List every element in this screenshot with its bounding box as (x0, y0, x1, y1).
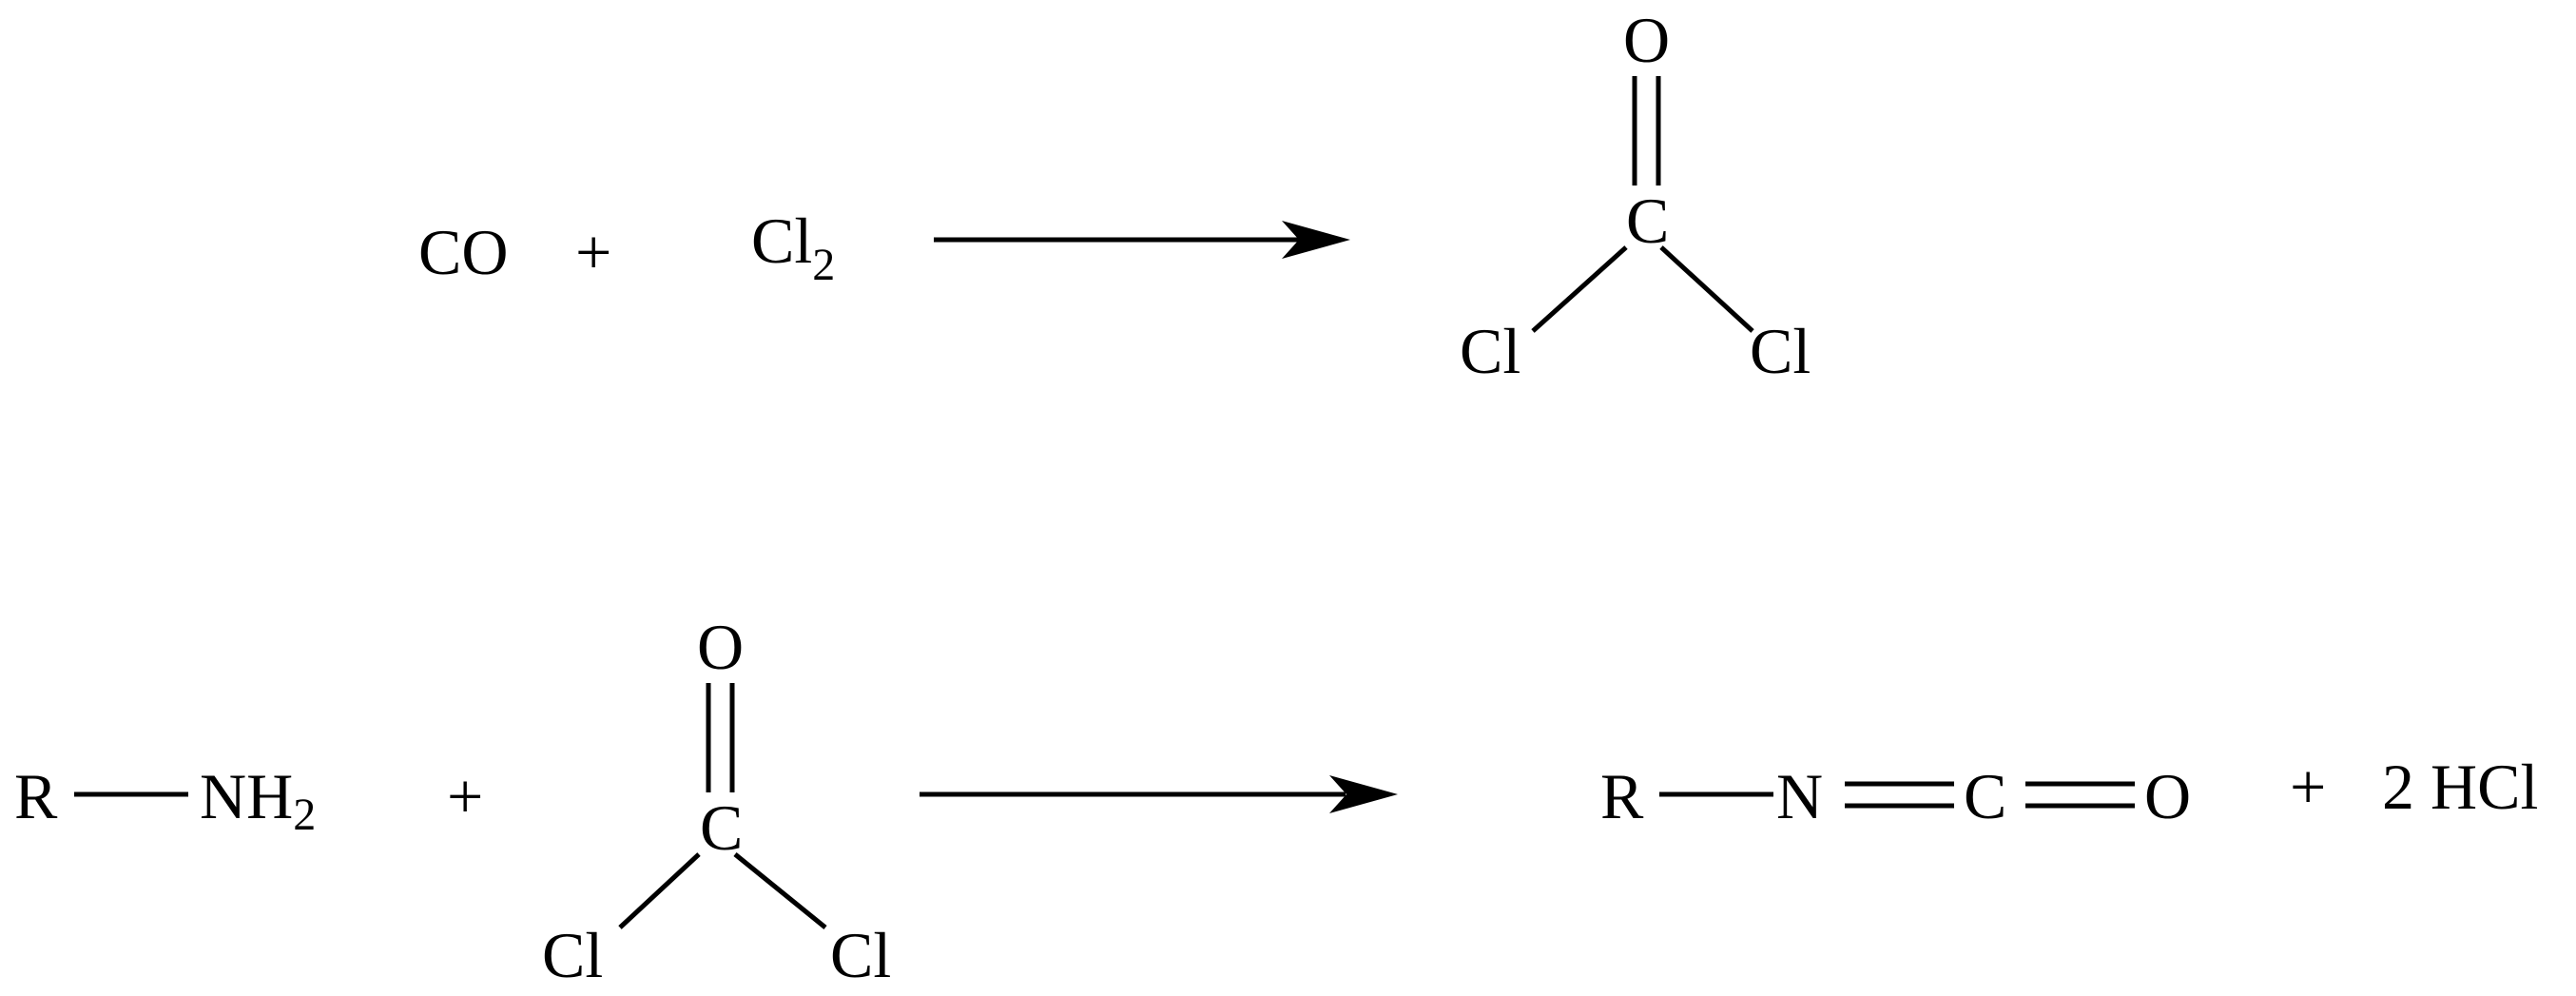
nh2-subscript: 2 (293, 790, 316, 840)
phosgene-product: O C Cl Cl (1460, 4, 1811, 387)
phosgene-carbon: C (1626, 185, 1669, 257)
isocyanate-nitrogen: N (1776, 760, 1823, 832)
reactant-co: CO (418, 216, 508, 288)
reaction-arrow-2 (920, 775, 1398, 813)
isocyanate-r: R (1600, 760, 1644, 832)
reaction-2: R NH2 + O C Cl Cl R N C O (14, 611, 2538, 991)
c-cl-bond-left (1531, 245, 1628, 333)
byproduct-hcl: 2 HCl (2382, 751, 2538, 823)
amine-nh2: NH2 (200, 760, 316, 840)
isocyanate-product: R N C O (1600, 760, 2191, 832)
reagent-cl-right: Cl (830, 919, 891, 991)
amine-r: R (14, 760, 58, 832)
phosgene-cl-left: Cl (1460, 315, 1520, 387)
phosgene-cl-right: Cl (1750, 315, 1811, 387)
reagent-c-cl-bond-right (733, 852, 827, 929)
isocyanate-carbon: C (1964, 760, 2006, 832)
isocyanate-oxygen: O (2144, 760, 2191, 832)
plus-sign-2: + (447, 760, 483, 832)
plus-sign-3: + (2290, 751, 2326, 823)
phosgene-reagent: O C Cl Cl (542, 611, 891, 991)
reaction-1: CO + Cl2 O C Cl Cl (418, 4, 1811, 387)
plus-sign-1: + (575, 216, 611, 288)
reagent-cl-left: Cl (542, 919, 603, 991)
reagent-oxygen: O (697, 611, 744, 683)
cl2-subscript: 2 (812, 240, 835, 290)
nh-symbol: NH (200, 760, 293, 832)
cl2-symbol: Cl (751, 205, 812, 277)
phosgene-oxygen: O (1623, 4, 1670, 76)
reactant-cl2: Cl2 (751, 205, 835, 290)
c-cl-bond-right (1659, 245, 1754, 333)
reagent-c-cl-bond-left (618, 852, 701, 929)
reaction-arrow-1 (934, 221, 1350, 259)
reagent-carbon: C (700, 791, 743, 864)
